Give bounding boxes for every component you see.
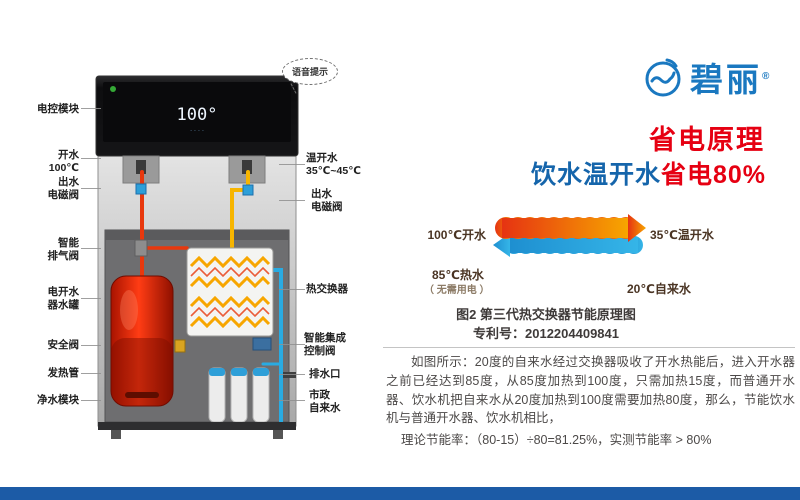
- leader-line: [81, 298, 101, 299]
- brand-name-text: 碧丽: [690, 61, 762, 98]
- safety-valve: [174, 339, 186, 353]
- solenoid-valve-left: [135, 183, 147, 195]
- leader-line: [279, 400, 305, 401]
- label-outlet-valve-left: 出水 电磁阀: [47, 176, 80, 202]
- exchanger-label-warm-out: 35℃温开水: [650, 228, 714, 242]
- headline-subtitle: 饮水温开水省电80%: [460, 155, 766, 191]
- leader-line: [81, 373, 101, 374]
- headline-subtitle-red: 省电80%: [660, 161, 766, 189]
- leader-line: [279, 289, 305, 290]
- label-drain-port: 排水口: [309, 368, 341, 380]
- label-boiling-water: 开水 100℃: [48, 149, 79, 175]
- label-vent-valve: 智能 排气阀: [47, 237, 80, 263]
- panel-brand-dot: [110, 86, 116, 92]
- brand-logo: 碧丽®: [642, 56, 772, 101]
- label-heating-tube: 发热管: [47, 367, 80, 379]
- brand-registered-mark: ®: [762, 71, 773, 82]
- patent-number: 专利号：2012204409841: [473, 325, 619, 341]
- voice-prompt-bubble: 语音提示: [282, 58, 338, 85]
- leader-line: [81, 108, 101, 109]
- exchanger-graphic: [493, 214, 646, 257]
- leader-line: [81, 188, 101, 189]
- label-boiler-tank: 电开水 器水罐: [47, 286, 80, 312]
- savings-formula: 理论节能率：（80-15）÷80=81.25%，实测节能率 > 80%: [401, 433, 712, 447]
- display-readout: 100°: [177, 105, 218, 125]
- machine-diagram: 100° · · · ·: [95, 75, 299, 439]
- water-filters: [208, 367, 270, 423]
- boiler-tank: [110, 275, 174, 407]
- label-warm-water: 温开水 35℃~45℃: [306, 152, 361, 178]
- vent-valve: [134, 239, 148, 257]
- label-safety-valve: 安全阀: [47, 339, 80, 351]
- cold-flow-tube: [493, 233, 643, 257]
- exchanger-label-cold-in: 20℃自来水: [627, 282, 691, 296]
- display-panel: 100° · · · ·: [95, 75, 299, 157]
- description-paragraph: 如图所示：20度的自来水经过交换器吸收了开水热能后，进入开水器之前已经达到85度…: [386, 355, 795, 426]
- leader-line: [279, 164, 305, 165]
- label-control-valve: 智能集成 控制阀: [304, 332, 346, 358]
- leader-line: [279, 200, 305, 201]
- leader-line: [81, 248, 101, 249]
- headline-title: 省电原理: [649, 125, 765, 155]
- heat-exchanger-box: [186, 247, 274, 337]
- label-heat-exchanger: 热交换器: [306, 283, 348, 295]
- divider-line: [383, 347, 795, 348]
- label-outlet-valve-right: 出水 电磁阀: [311, 188, 343, 214]
- brand-name: 碧丽®: [690, 56, 772, 101]
- leader-line: [279, 344, 305, 345]
- warm-water-pipe: [230, 170, 250, 254]
- hot-flow-tube: [495, 214, 646, 242]
- exchanger-label-hot-out-note: （ 无需用电 ）: [424, 285, 490, 296]
- leader-line: [81, 158, 101, 159]
- bottom-accent-bar: [0, 487, 800, 500]
- description-block: 如图所示：20度的自来水经过交换器吸收了开水热能后，进入开水器之前已经达到85度…: [386, 353, 795, 450]
- exchanger-label-hot-out: 85℃热水: [432, 268, 484, 282]
- figure-caption: 图2 第三代热交换器节能原理图 专利号：2012204409841: [398, 306, 694, 344]
- drain-port: [283, 372, 296, 378]
- label-filter-module: 净水模块: [37, 394, 79, 406]
- figure-caption-title: 图2 第三代热交换器节能原理图: [456, 307, 636, 322]
- display-dots: · · · ·: [190, 127, 204, 134]
- leader-line: [279, 374, 305, 375]
- brand-logo-icon: [645, 58, 681, 97]
- control-valve-cluster: [252, 337, 272, 351]
- label-tap-water: 市政 自来水: [309, 389, 341, 415]
- headline-subtitle-blue: 饮水温开水: [530, 161, 661, 189]
- solenoid-valve-right: [242, 184, 254, 196]
- leader-line: [81, 345, 101, 346]
- leader-line: [81, 400, 101, 401]
- heating-tube: [125, 392, 159, 398]
- exchanger-label-hot-in: 100℃开水: [427, 228, 486, 242]
- cold-water-pipe: [271, 268, 283, 432]
- machine-base: [98, 422, 296, 439]
- exchanger-coil: [189, 255, 271, 329]
- label-control-module: 电控模块: [37, 103, 79, 115]
